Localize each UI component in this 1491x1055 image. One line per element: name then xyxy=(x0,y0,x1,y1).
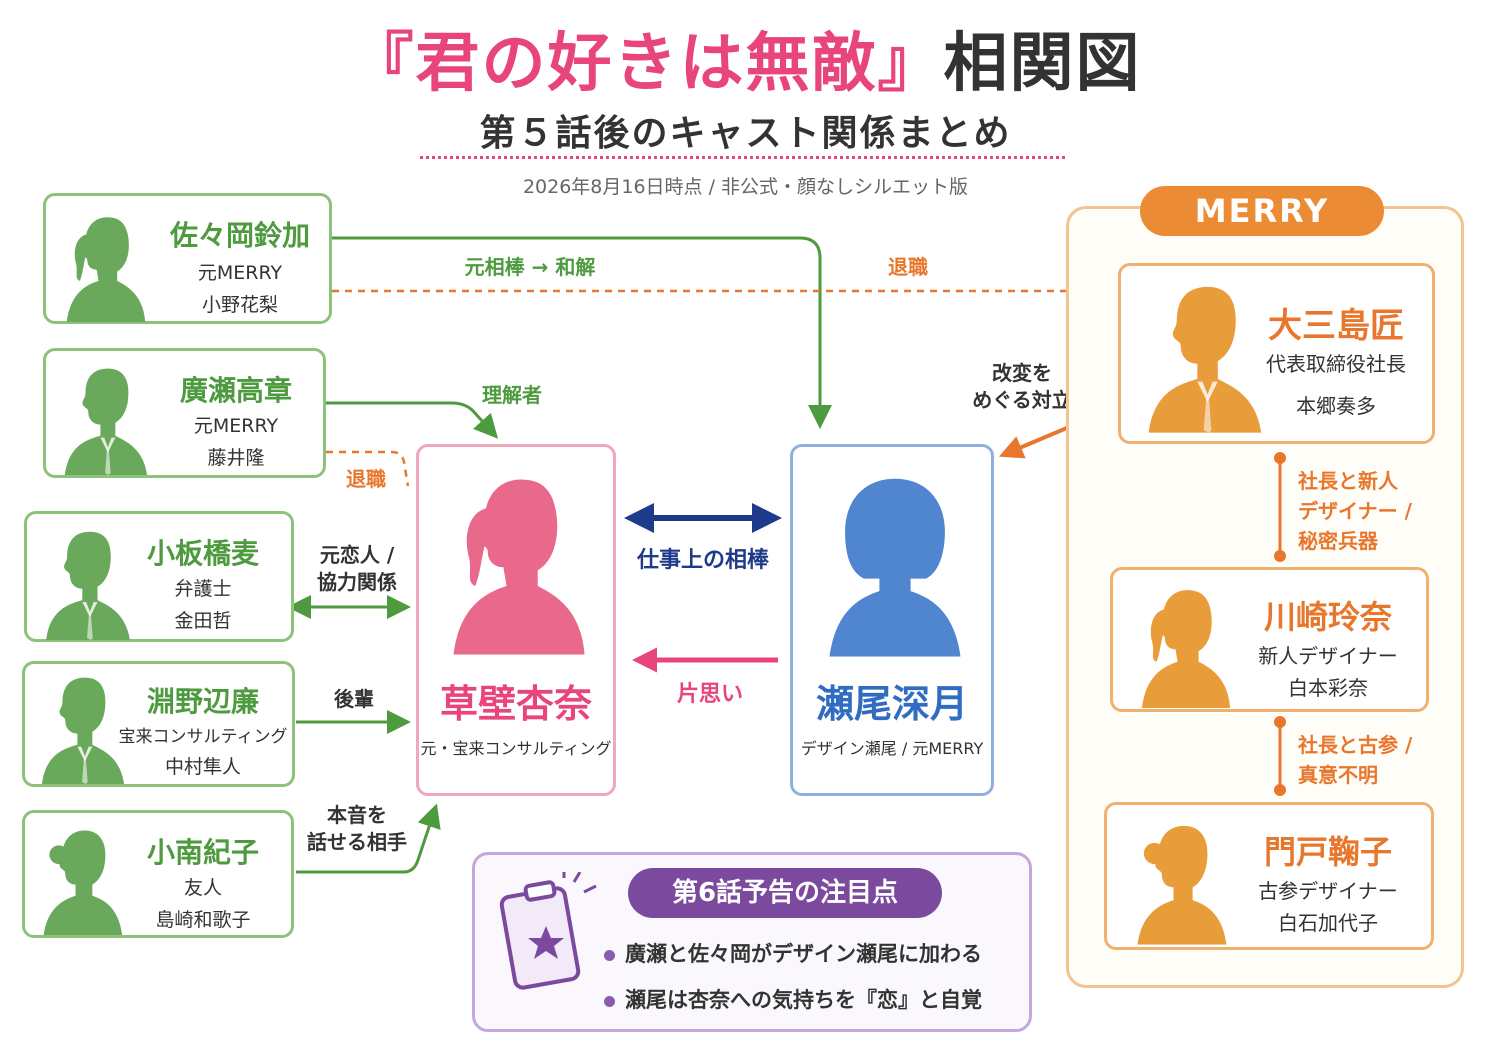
label-line: 社長と古参 / xyxy=(1298,733,1413,757)
main-name: 草壁杏奈 xyxy=(439,682,592,726)
cast-actor: 藤井隆 xyxy=(207,447,265,469)
label-hirose-anna: 理解者 xyxy=(482,383,542,407)
cast-role: 元MERRY xyxy=(197,262,283,284)
preview-item-text: 廣瀬と佐々岡がデザイン瀬尾に加わる xyxy=(625,942,982,966)
preview-item: 廣瀬と佐々岡がデザイン瀬尾に加わる xyxy=(604,938,982,968)
label-merry-link2: 社長と古参 / 真意不明 xyxy=(1298,730,1428,790)
merry-name: 大三島匠 xyxy=(1268,306,1404,346)
cast-role: 友人 xyxy=(183,877,222,899)
label-kominami: 本音を話せる相手 xyxy=(296,802,418,856)
merry-name: 門戸鞠子 xyxy=(1263,833,1392,871)
woman-ponytail-silhouette-icon xyxy=(1133,582,1239,708)
merry-badge: MERRY xyxy=(1140,186,1384,236)
line-hirose-anna xyxy=(326,401,499,439)
cast-name: 小南紀子 xyxy=(146,836,259,869)
cast-name: 小板橋麦 xyxy=(146,537,259,570)
merry-role: 代表取締役社長 xyxy=(1266,352,1406,376)
card-mizuki: 瀬尾深月 デザイン瀬尾 / 元MERRY xyxy=(790,444,994,796)
label-line: 社長と新人 xyxy=(1298,469,1398,493)
merry-role: 新人デザイナー xyxy=(1258,644,1398,668)
preview-item: 瀬尾は杏奈への気持ちを『恋』と自覚 xyxy=(604,984,982,1014)
woman-silhouette-icon xyxy=(58,210,154,322)
woman-ponytail-silhouette-icon xyxy=(441,467,597,655)
label-line: 真意不明 xyxy=(1298,763,1378,787)
cast-actor: 島崎和歌子 xyxy=(155,909,251,931)
bullet-icon xyxy=(604,949,615,961)
label-partner: 仕事上の相棒 xyxy=(636,548,769,573)
card-omishima: 大三島匠 代表取締役社長 本郷奏多 xyxy=(1118,263,1435,444)
card-mondo: 門戸鞠子 古参デザイナー 白石加代子 xyxy=(1104,802,1434,950)
cast-role: 元MERRY xyxy=(193,415,279,437)
line-kominami-anna xyxy=(296,803,441,874)
title-chart: 相関図 xyxy=(943,27,1142,101)
card-sasaoka: 佐々岡鈴加 元MERRY 小野花梨 xyxy=(43,193,332,324)
man-silhouette-icon xyxy=(58,363,154,475)
woman-bun-silhouette-icon xyxy=(1129,817,1235,945)
label-merry-link1: 社長と新人デザイナー / 秘密兵器 xyxy=(1298,466,1428,556)
line-sasaoka-mizuki xyxy=(332,236,832,429)
label-sasaoka-mizuki: 元相棒 → 和解 xyxy=(464,255,596,279)
cast-actor: 小野花梨 xyxy=(201,294,278,316)
cast-actor: 金田哲 xyxy=(174,610,232,632)
main-name: 瀬尾深月 xyxy=(815,682,968,726)
label-conflict: 改変をめぐる対立 xyxy=(958,360,1086,414)
page-subtitle: 第５話後のキャスト関係まとめ xyxy=(479,113,1012,154)
card-hirose: 廣瀬高章 元MERRY 藤井隆 xyxy=(43,348,326,478)
card-fuchinobe: 淵野辺廉 宝来コンサルティング 中村隼人 xyxy=(22,661,295,787)
label-line: デザイナー / xyxy=(1298,499,1412,523)
label-sasaoka-merry: 退職 xyxy=(888,255,928,279)
label-koitabashi: 元恋人 / 協力関係 xyxy=(302,542,412,596)
merry-name: 川崎玲奈 xyxy=(1263,598,1392,636)
label-line: 元恋人 / xyxy=(319,543,395,567)
label-line: 秘密兵器 xyxy=(1298,529,1378,553)
cast-role: 弁護士 xyxy=(174,578,232,600)
bullet-icon xyxy=(604,995,615,1007)
dotted-divider xyxy=(420,156,1065,159)
label-hirose-retire: 退職 xyxy=(346,467,386,491)
date-note: 2026年8月16日時点 / 非公式・顔なしシルエット版 xyxy=(522,176,969,198)
cast-name: 淵野辺廉 xyxy=(146,685,259,718)
merry-actor: 白石加代子 xyxy=(1278,911,1378,935)
label-line: 改変を xyxy=(992,361,1052,385)
label-crush: 片思い xyxy=(676,682,743,707)
label-line: 本音を xyxy=(327,803,387,827)
cast-name: 佐々岡鈴加 xyxy=(169,219,310,252)
card-anna: 草壁杏奈 元・宝来コンサルティング xyxy=(416,444,616,796)
woman-bob-silhouette-icon xyxy=(817,469,973,657)
merry-role: 古参デザイナー xyxy=(1258,879,1398,903)
label-line: めぐる対立 xyxy=(972,388,1072,412)
title-drama: 『君の好きは無敵』 xyxy=(349,27,944,101)
card-kawasaki: 川崎玲奈 新人デザイナー 白本彩奈 xyxy=(1110,567,1429,712)
label-fuchinobe: 後輩 xyxy=(334,687,374,711)
card-kominami: 小南紀子 友人 島崎和歌子 xyxy=(22,810,294,938)
cast-role: 宝来コンサルティング xyxy=(118,727,288,747)
clipboard-star-icon xyxy=(499,872,597,990)
cast-actor: 中村隼人 xyxy=(164,756,241,778)
preview-title: 第6話予告の注目点 xyxy=(628,868,942,918)
label-line: 話せる相手 xyxy=(307,830,407,854)
main-role: デザイン瀬尾 / 元MERRY xyxy=(800,739,984,758)
merry-actor: 本郷奏多 xyxy=(1296,394,1376,418)
card-koitabashi: 小板橋麦 弁護士 金田哲 xyxy=(24,511,294,642)
label-line: 協力関係 xyxy=(317,570,397,594)
merry-link-lines xyxy=(1274,452,1286,796)
main-role: 元・宝来コンサルティング xyxy=(420,739,612,758)
page-title: 『君の好きは無敵』相関図 xyxy=(0,12,1491,104)
preview-item-text: 瀬尾は杏奈への気持ちを『恋』と自覚 xyxy=(625,988,982,1012)
line-hirose-retire xyxy=(326,450,410,487)
cast-name: 廣瀬高章 xyxy=(179,374,292,407)
merry-actor: 白本彩奈 xyxy=(1288,676,1368,700)
